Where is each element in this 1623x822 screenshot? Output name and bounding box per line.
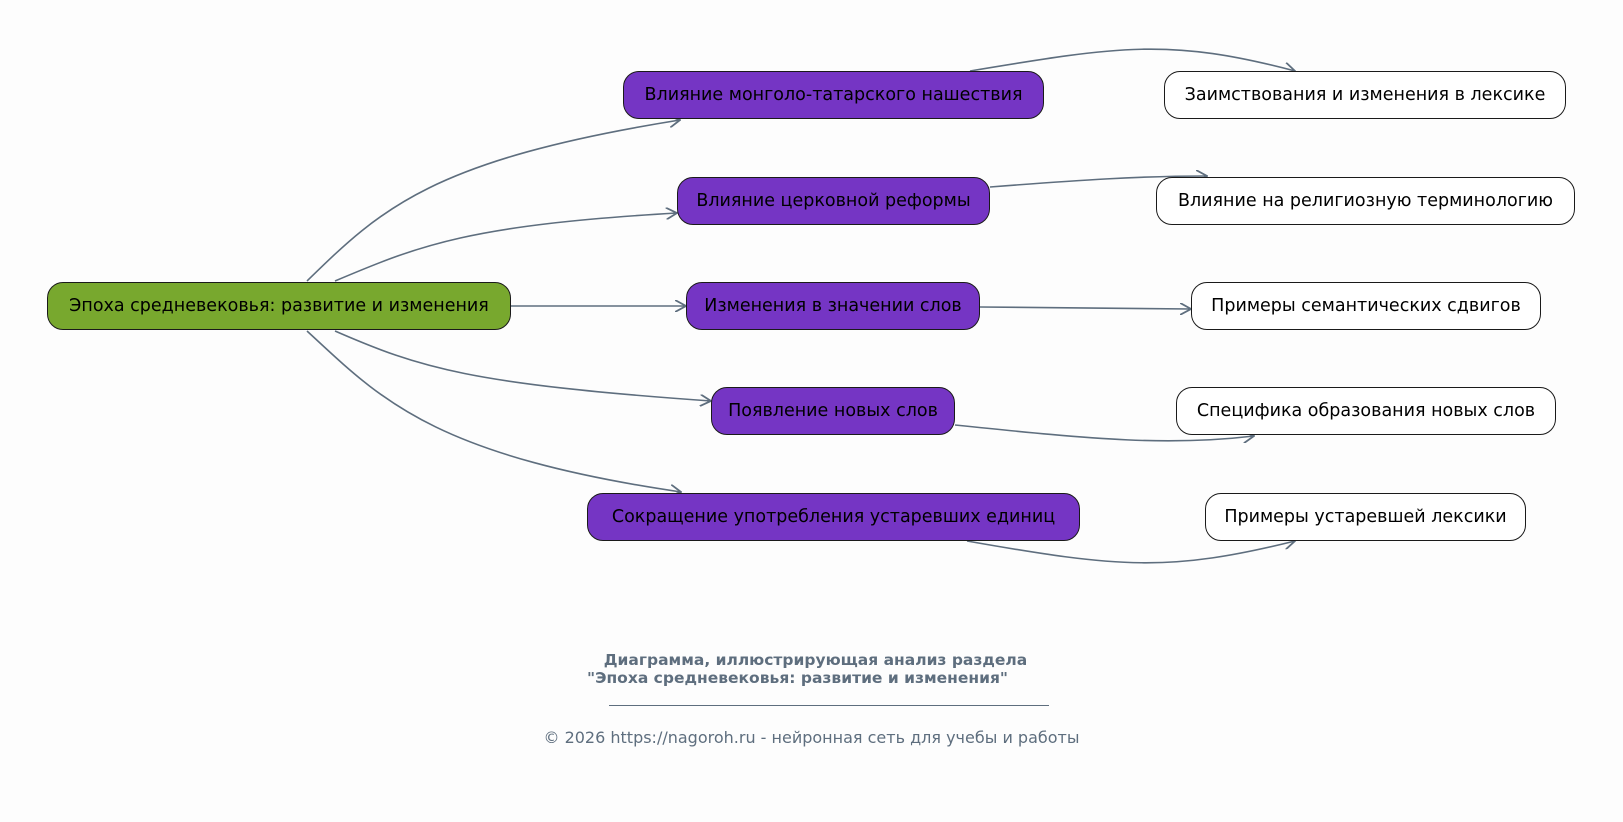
caption-divider bbox=[609, 705, 1049, 706]
diagram-caption: Диаграмма, иллюстрирующая анализ раздела… bbox=[0, 651, 1623, 687]
root-node-label: Эпоха средневековья: развитие и изменени… bbox=[69, 296, 489, 316]
branch-node-label: Изменения в значении слов bbox=[704, 296, 962, 316]
leaf-node-label: Влияние на религиозную терминологию bbox=[1177, 191, 1554, 211]
leaf-node-label: Заимствования и изменения в лексике bbox=[1184, 85, 1546, 105]
branch-node-new-words[interactable]: Появление новых слов bbox=[711, 387, 955, 435]
leaf-node-label: Примеры семантических сдвигов bbox=[1211, 296, 1521, 316]
branch-node-mongol-invasion[interactable]: Влияние монголо-татарского нашествия bbox=[623, 71, 1044, 119]
branch-node-label: Появление новых слов bbox=[728, 401, 938, 421]
caption-line-2: "Эпоха средневековья: развитие и изменен… bbox=[587, 669, 1008, 687]
edge-root-to-b1 bbox=[306, 120, 680, 282]
leaf-node-label: Примеры устаревшей лексики bbox=[1224, 507, 1507, 527]
leaf-node-religious-terms[interactable]: Влияние на религиозную терминологию bbox=[1156, 177, 1575, 225]
edge-b2-to-l2 bbox=[989, 176, 1207, 188]
leaf-node-semantic-shifts[interactable]: Примеры семантических сдвигов bbox=[1191, 282, 1541, 330]
edge-root-to-b5 bbox=[306, 330, 681, 492]
footer-copyright: © 2026 https://nagoroh.ru - нейронная се… bbox=[543, 728, 1080, 747]
edge-b5-to-l5 bbox=[966, 541, 1295, 564]
branch-node-church-reform[interactable]: Влияние церковной реформы bbox=[677, 177, 990, 225]
edge-b1-to-l1 bbox=[969, 48, 1295, 71]
leaf-node-label: Специфика образования новых слов bbox=[1196, 401, 1536, 421]
edge-root-to-b4 bbox=[334, 330, 711, 401]
edge-root-to-b2 bbox=[334, 213, 677, 282]
edge-b4-to-l4 bbox=[954, 424, 1254, 441]
edge-b3-to-l3 bbox=[979, 307, 1191, 309]
branch-node-obsolete-units[interactable]: Сокращение употребления устаревших едини… bbox=[587, 493, 1080, 541]
root-node[interactable]: Эпоха средневековья: развитие и изменени… bbox=[47, 282, 511, 330]
branch-node-label: Влияние церковной реформы bbox=[696, 191, 971, 211]
branch-node-meaning-changes[interactable]: Изменения в значении слов bbox=[686, 282, 980, 330]
leaf-node-borrowings[interactable]: Заимствования и изменения в лексике bbox=[1164, 71, 1566, 119]
leaf-node-word-formation[interactable]: Специфика образования новых слов bbox=[1176, 387, 1556, 435]
branch-node-label: Сокращение употребления устаревших едини… bbox=[611, 507, 1056, 527]
caption-line-1: Диаграмма, иллюстрирующая анализ раздела bbox=[603, 651, 1028, 669]
branch-node-label: Влияние монголо-татарского нашествия bbox=[644, 85, 1023, 105]
leaf-node-obsolete-vocab[interactable]: Примеры устаревшей лексики bbox=[1205, 493, 1526, 541]
